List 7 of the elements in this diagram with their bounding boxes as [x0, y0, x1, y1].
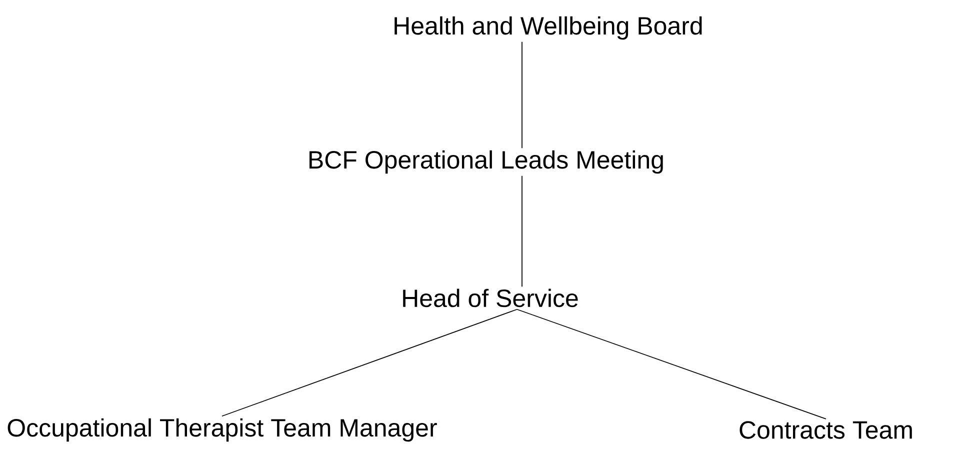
node-label: Occupational Therapist Team Manager	[8, 418, 437, 442]
connector-line	[516, 308, 826, 420]
node-label: Contracts Team	[740, 421, 912, 439]
connector-line	[222, 308, 518, 417]
node-label: Health and Wellbeing Board	[394, 16, 702, 40]
node-label: BCF Operational Leads Meeting	[310, 150, 663, 174]
node-label: Head of Service	[403, 288, 578, 308]
